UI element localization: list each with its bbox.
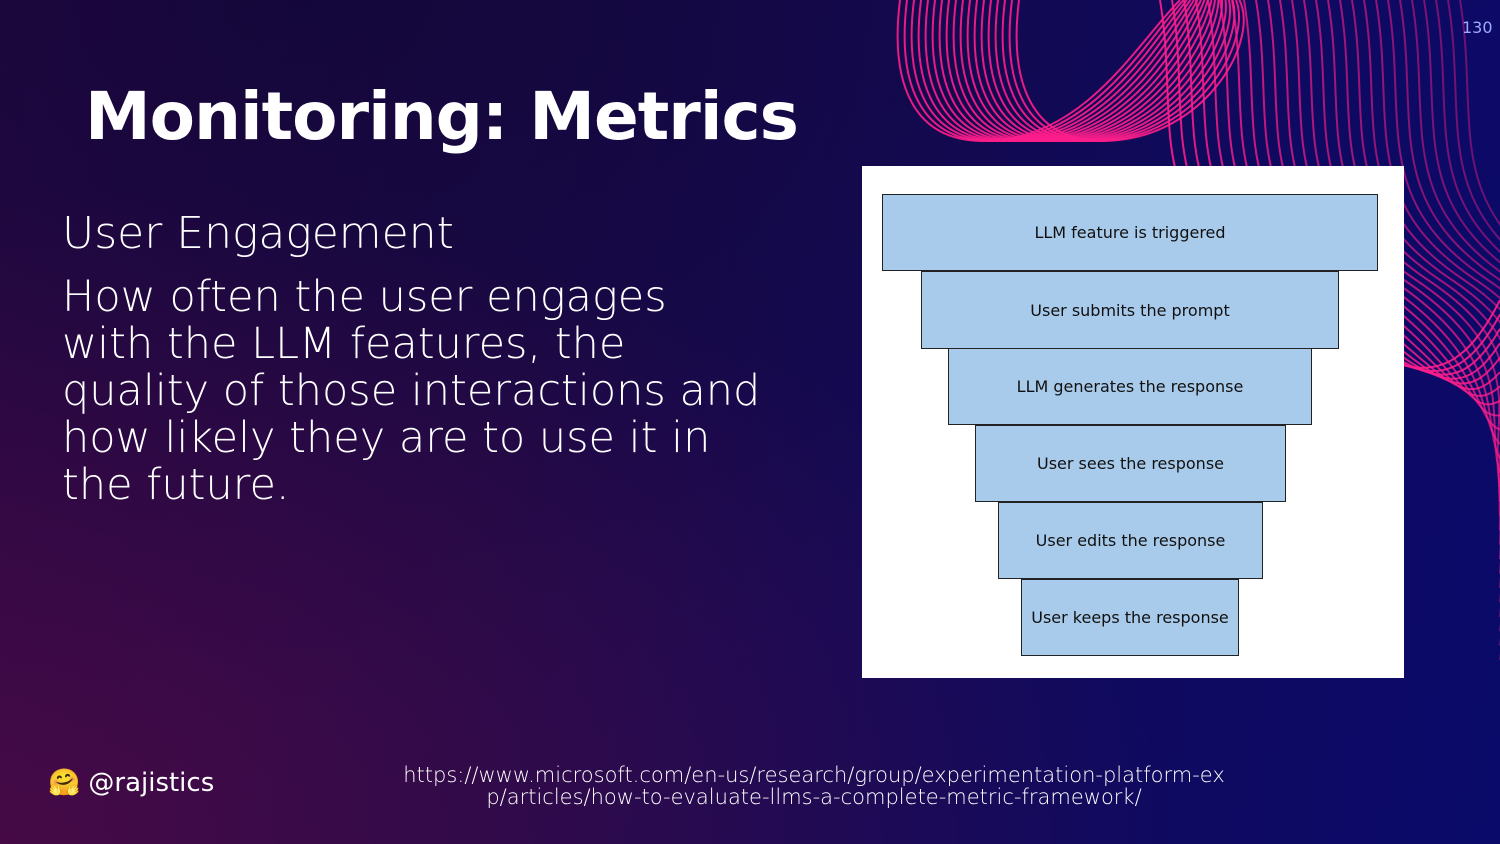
funnel-step: User keeps the response xyxy=(1021,579,1239,656)
body-text: How often the user engages with the LLM … xyxy=(62,272,761,510)
funnel-step: LLM generates the response xyxy=(948,348,1312,425)
source-link[interactable]: https://www.microsoft.com/en-us/research… xyxy=(360,764,1268,808)
url-line-2[interactable]: p/articles/how-to-evaluate-llms-a-comple… xyxy=(486,785,1142,809)
hugging-face-icon: 🤗 xyxy=(48,768,81,798)
url-line-1[interactable]: https://www.microsoft.com/en-us/research… xyxy=(403,763,1225,787)
funnel-step: User sees the response xyxy=(975,425,1286,502)
page-title: Monitoring: Metrics xyxy=(85,78,799,155)
page-number: 130 xyxy=(1462,18,1493,37)
funnel-step: User submits the prompt xyxy=(921,271,1339,349)
funnel-diagram: LLM feature is triggered User submits th… xyxy=(862,166,1404,678)
funnel-step: LLM feature is triggered xyxy=(882,194,1378,271)
author-handle: 🤗 @rajistics xyxy=(48,768,214,798)
handle-text: @rajistics xyxy=(88,768,215,798)
funnel-step: User edits the response xyxy=(998,502,1263,579)
subtitle: User Engagement xyxy=(62,208,454,259)
